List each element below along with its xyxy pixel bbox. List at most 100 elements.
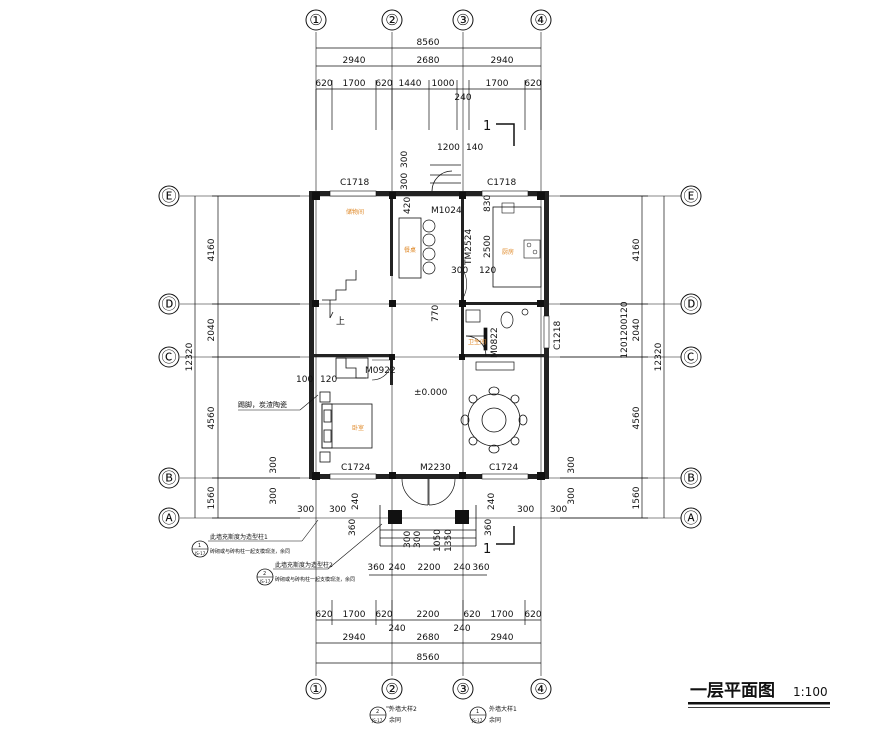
drawing-scale: 1:100 <box>793 685 828 699</box>
label-tm2524: TM2524 <box>464 229 474 266</box>
label-m0822: M0822 <box>490 327 500 358</box>
dim-top-detail-5: 1000 <box>432 79 455 89</box>
bottom-ref-1-bot: 余同 <box>389 716 401 724</box>
main-door <box>401 478 456 506</box>
axis-label-D-left: Ⓓ <box>161 295 176 313</box>
top-entrance-steps <box>430 164 461 192</box>
dim-misc-300-c: 300 <box>451 266 468 276</box>
bottom-ref-2-code: JS-17 <box>471 718 483 723</box>
axis-label-E-right: Ⓔ <box>683 187 698 205</box>
dim-right-seg-2: 2040 <box>632 318 642 341</box>
bedroom-furniture <box>319 391 373 463</box>
label-c1724-right: C1724 <box>489 463 518 473</box>
callout-2 <box>256 523 383 586</box>
axis-label-4-bottom: ④ <box>534 680 547 698</box>
dim-right-small-120-a: 120 <box>620 301 630 318</box>
bottom-dimension-lines <box>316 574 541 664</box>
axis-label-B-left: Ⓑ <box>161 469 176 487</box>
axis-label-3-bottom: ③ <box>456 680 469 698</box>
dim-left-small-2: 300 <box>269 487 279 504</box>
bottom-ref-1-code: JS-17 <box>371 718 383 723</box>
dim-right-small-120-b: 120 <box>620 341 630 358</box>
room-label-kitchen: 厨房 <box>502 248 514 256</box>
dim-misc-240-r: 240 <box>487 493 497 510</box>
dim-left-small-1: 300 <box>269 456 279 473</box>
label-c1718-right: C1718 <box>487 178 516 188</box>
dim-bot-detail-3: 620 <box>375 610 392 620</box>
label-m2230: M2230 <box>420 463 451 473</box>
dim-right-small-1200: 1200 <box>620 318 630 341</box>
axis-label-C-right: Ⓒ <box>683 348 698 366</box>
dim-misc-300-a: 300 <box>400 151 410 168</box>
dining-table-upper <box>398 217 436 279</box>
callout-2-number: 2 <box>263 571 266 577</box>
dim-bot-mid-1: 2940 <box>343 633 366 643</box>
callout-1-number: 1 <box>198 543 201 549</box>
entry-porch <box>379 505 477 547</box>
sideboard <box>475 361 515 371</box>
dim-misc-770: 770 <box>431 305 441 322</box>
callout-1-text1: 此墙充斯度为造型柱1 <box>210 533 268 541</box>
dim-top-detail-6: 1700 <box>486 79 509 89</box>
title-underline <box>688 702 830 708</box>
dim-misc-120-a: 120 <box>479 266 496 276</box>
dim-misc-120-b: 120 <box>320 375 337 385</box>
dim-misc-140: 140 <box>466 143 483 153</box>
label-c1718-left: C1718 <box>340 178 369 188</box>
dim-misc-300-lr: 300 <box>329 505 346 515</box>
drawing-title: 一层平面图 <box>690 681 775 701</box>
dim-left-seg-2: 2040 <box>207 318 217 341</box>
label-c1724-left: C1724 <box>341 463 370 473</box>
dim-top-detail-3: 620 <box>375 79 392 89</box>
section-marker-bottom <box>496 526 515 545</box>
dim-bot-detail-1: 620 <box>315 610 332 620</box>
axis-bubbles-bottom <box>305 678 552 700</box>
axis-label-B-right: Ⓑ <box>683 469 698 487</box>
dim-misc-830: 830 <box>483 195 493 212</box>
room-label-storage: 储物间 <box>346 208 364 216</box>
dim-misc-1350: 1350 <box>444 529 454 552</box>
dim-top-detail-1: 620 <box>315 79 332 89</box>
dim-left-seg-1: 4160 <box>207 238 217 261</box>
dim-bot-detail-2: 1700 <box>343 610 366 620</box>
dim-top-total: 8560 <box>417 38 440 48</box>
axis-label-A-left: Ⓐ <box>161 509 176 527</box>
dim-entry-360-l: 360 <box>367 563 384 573</box>
axis-bubbles-right <box>680 185 702 529</box>
dim-top-mid-2: 2680 <box>417 56 440 66</box>
interior-walls <box>314 196 544 385</box>
axis-label-1-top: ① <box>309 11 322 29</box>
callout-2-text2: 砖砌或与砖构柱一起支模现浇，余同 <box>275 576 355 583</box>
callout-1-text2: 砖砌或与砖构柱一起支模现浇，余同 <box>210 548 290 555</box>
dim-top-detail-4: 1440 <box>399 79 422 89</box>
bottom-ref-2 <box>469 706 487 724</box>
dim-bot-detail-6: 1700 <box>491 610 514 620</box>
stair-up-label: 上 <box>336 316 345 327</box>
room-label-bedroom: 卧室 <box>352 424 364 432</box>
dim-right-small2-2: 300 <box>567 487 577 504</box>
bottom-ref-1-num: 2 <box>376 709 379 715</box>
dim-bot-mid-3: 2940 <box>491 633 514 643</box>
callout-2-ref: JS-17 <box>259 579 271 584</box>
kitchen-fixtures <box>492 202 542 288</box>
dim-misc-300-b: 300 <box>400 173 410 190</box>
dim-bot-mid-2: 2680 <box>417 633 440 643</box>
callout-2-text1: 此墙充斯度为造型柱2 <box>275 561 333 569</box>
leader-line-note <box>238 394 319 411</box>
dim-misc-300-e1: 300 <box>403 531 413 548</box>
axis-label-D-right: Ⓓ <box>683 295 698 313</box>
dim-right-seg-1: 4160 <box>632 238 642 261</box>
axis-bubbles-left <box>158 185 180 529</box>
dim-entry-240-l: 240 <box>388 563 405 573</box>
bottom-ref-2-top: 外墙大样1 <box>489 705 517 713</box>
dim-bot-detail-5: 620 <box>463 610 480 620</box>
dim-misc-300-rr: 300 <box>550 505 567 515</box>
label-m0922: M0922 <box>365 366 396 376</box>
room-label-bath: 卫生间 <box>468 338 486 346</box>
dim-left-seg-4: 1560 <box>207 486 217 509</box>
dim-misc-300-ll: 300 <box>297 505 314 515</box>
axis-label-A-right: Ⓐ <box>683 509 698 527</box>
dim-right-seg-4: 1560 <box>632 486 642 509</box>
dim-bot-detail-7: 620 <box>524 610 541 620</box>
section-label-top: 1 <box>483 119 491 134</box>
